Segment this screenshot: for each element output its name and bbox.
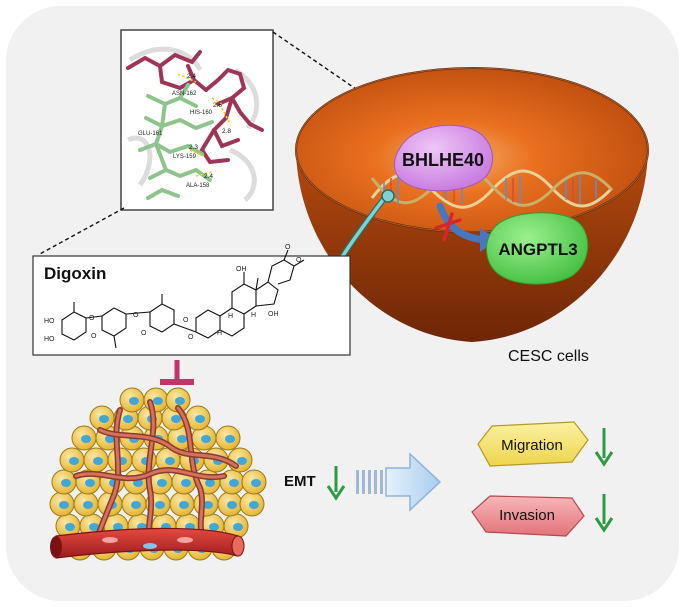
tumor-cell-nucleus: [249, 501, 259, 509]
tumor-cell-nucleus: [129, 397, 139, 405]
tumor-cell-nucleus: [175, 397, 185, 405]
tumor-cell-nucleus: [133, 479, 143, 487]
tumor-cell-nucleus: [251, 479, 261, 487]
angptl3-protein: ANGPTL3: [486, 212, 589, 285]
digoxin-structure: Digoxin HO HO: [32, 244, 351, 356]
bhlhe40-label: BHLHE40: [402, 150, 484, 170]
tumor-cell-nucleus: [153, 397, 163, 405]
tumor-vessel: [98, 428, 238, 468]
tumor-cell-nucleus: [65, 523, 75, 531]
distance-label: 2.4: [187, 73, 196, 80]
blood-vessel: [50, 527, 245, 559]
atom-label: O: [89, 315, 95, 322]
cell-type-label: CESC cells: [508, 348, 589, 365]
angptl3-label: ANGPTL3: [498, 240, 577, 259]
distance-label: 2.3: [189, 144, 198, 151]
tumor-cell-nucleus: [209, 523, 219, 531]
tumor-cell-nucleus: [81, 435, 91, 443]
tumor-cell-nucleus: [171, 415, 181, 423]
tumor-cell-nucleus: [93, 457, 103, 465]
tumor-cell-nucleus: [105, 435, 115, 443]
arrow-down-icon: [326, 466, 346, 501]
tumor-cell-nucleus: [201, 435, 211, 443]
tumor-cell-nucleus: [85, 479, 95, 487]
atom-label: H: [228, 313, 233, 320]
residue-label: HIS-160: [190, 110, 213, 116]
tumor-cell-nucleus: [59, 501, 69, 509]
invasion-label: Invasion: [499, 507, 555, 524]
tumor-cell-nucleus: [155, 501, 165, 509]
tumor-cell-nucleus: [61, 479, 71, 487]
tumor-cell-nucleus: [99, 415, 109, 423]
residue-label: ASN-162: [172, 91, 197, 97]
drug-name: Digoxin: [44, 264, 106, 283]
tumor-cell-nucleus: [225, 435, 235, 443]
dna-helix-icon: [370, 168, 614, 209]
tumor-cell-nucleus: [165, 457, 175, 465]
atom-label: H: [251, 312, 256, 319]
atom-label: O: [133, 312, 139, 319]
atom-label: H: [217, 330, 222, 337]
arrow-down-icon: [594, 494, 614, 533]
tumor-cell-nucleus: [83, 501, 93, 509]
emt-label: EMT: [284, 473, 316, 490]
atom-label: O: [296, 257, 302, 264]
tumor-cell-nucleus: [203, 501, 213, 509]
tumor-cell-nucleus: [229, 479, 239, 487]
tumor-cell-nucleus: [233, 523, 243, 531]
atom-label: O: [183, 317, 189, 324]
tumor-vessel: [176, 406, 206, 542]
residue-label: LYS-159: [173, 154, 197, 160]
migration-outcome: Migration: [477, 421, 589, 467]
migration-label: Migration: [501, 437, 563, 454]
zoom-line: [37, 207, 125, 256]
tumor-cell-nucleus: [195, 415, 205, 423]
tumor-cell-nucleus: [131, 501, 141, 509]
atom-label: O: [188, 334, 194, 341]
tumor-cell-nucleus: [227, 501, 237, 509]
docking-inset: ASN-162 HIS-160 GLU-161 LYS-159 ALA-158 …: [120, 29, 274, 211]
atom-label: OH: [268, 311, 279, 318]
tumor-cell-nucleus: [179, 501, 189, 509]
distance-label: 2.8: [222, 128, 231, 135]
atom-label: O: [285, 244, 291, 251]
tumor-cell-nucleus: [181, 479, 191, 487]
distance-label: 2.6: [213, 102, 222, 109]
tumor-vessel: [74, 468, 226, 480]
tumor-cell-nucleus: [237, 457, 247, 465]
hollow-arrow-right-icon: [356, 452, 442, 512]
tumor-cell-nucleus: [205, 479, 215, 487]
tumor-vessel: [147, 400, 155, 542]
atom-label: HO: [44, 336, 55, 343]
arrow-down-icon: [594, 428, 614, 467]
atom-label: HO: [44, 318, 55, 325]
tumor-cell-nucleus: [123, 415, 133, 423]
distance-label: 2.4: [204, 173, 213, 180]
tumor-cell-nucleus: [157, 479, 167, 487]
residue-label: GLU-161: [138, 131, 163, 137]
tumor-cell-nucleus: [113, 523, 123, 531]
invasion-outcome: Invasion: [471, 495, 585, 537]
tumor-cell-nucleus: [89, 523, 99, 531]
inhibition-bar-icon: [160, 360, 194, 385]
atom-label: O: [141, 330, 147, 337]
tether-end: [381, 189, 395, 203]
atom-label: OH: [236, 266, 247, 273]
residue-label: ALA-158: [186, 183, 210, 189]
skeletal-formula: [61, 249, 305, 349]
tumor-cell-nucleus: [177, 435, 187, 443]
bhlhe40-protein: BHLHE40: [394, 124, 493, 192]
tumor-cell-nucleus: [69, 457, 79, 465]
atom-label: O: [91, 333, 97, 340]
